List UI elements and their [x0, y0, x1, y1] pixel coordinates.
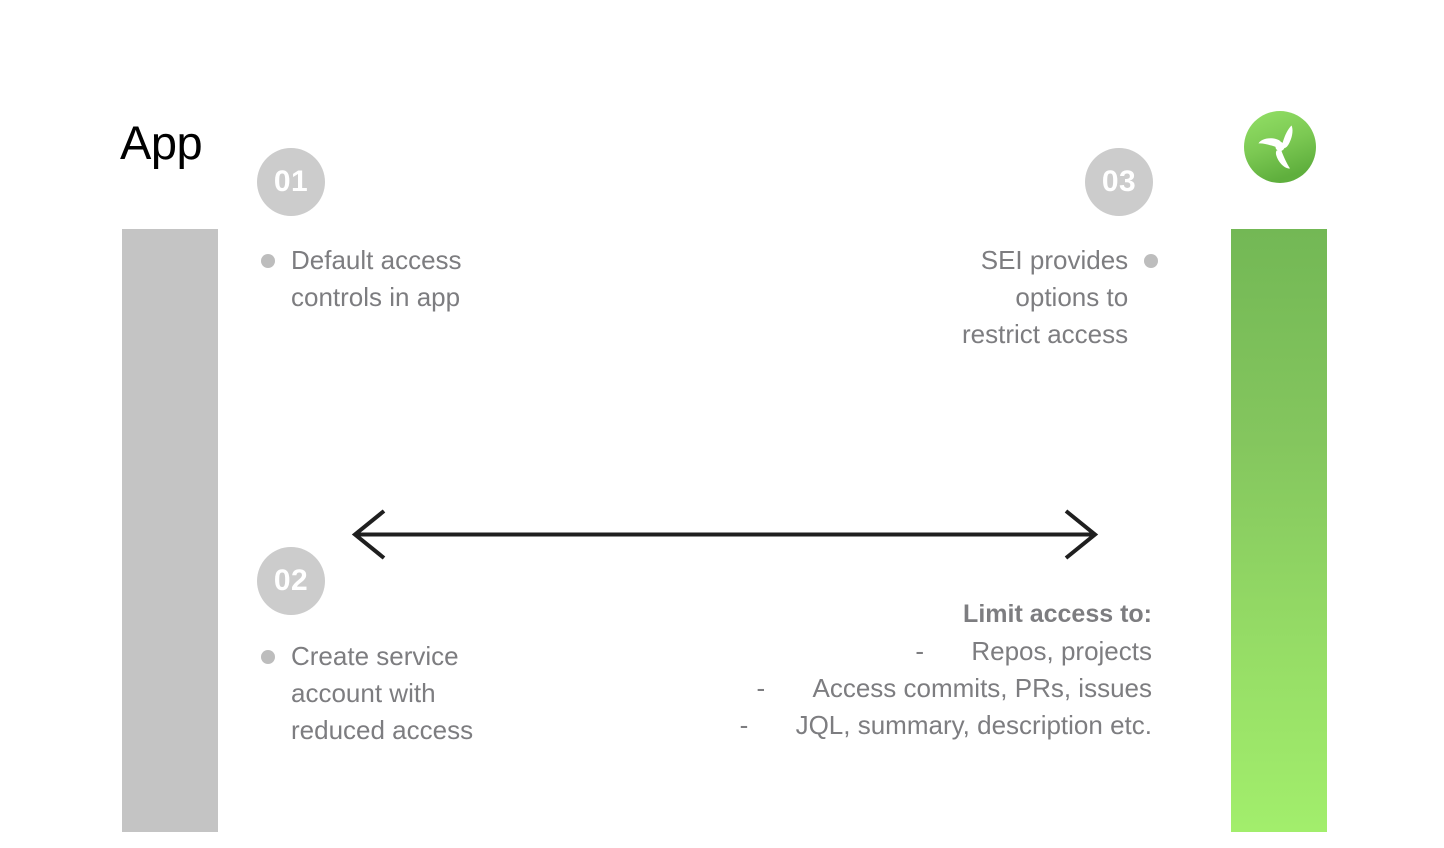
bullet-dot-icon — [261, 254, 275, 268]
dash-bullet-icon: - — [756, 673, 766, 703]
bullet-dot-icon — [261, 650, 275, 664]
step-badge-03: 03 — [1085, 148, 1153, 216]
step-badge-01: 01 — [257, 148, 325, 216]
limit-access-panel: Limit access to: - Repos, projects - Acc… — [600, 598, 1152, 744]
limit-access-item: - JQL, summary, description etc. — [600, 707, 1152, 744]
harness-sei-propeller-logo — [1243, 110, 1317, 184]
limit-access-heading: Limit access to: — [963, 600, 1152, 628]
step-item-03: SEI provides options to restrict access — [962, 242, 1159, 353]
bullet-dot-icon — [1144, 254, 1159, 268]
limit-access-item: - Access commits, PRs, issues — [600, 670, 1152, 707]
bidirectional-arrow — [348, 503, 1102, 567]
limit-access-item-label: Access commits, PRs, issues — [812, 673, 1152, 703]
left-gray-bar — [122, 229, 218, 832]
limit-access-item-label: JQL, summary, description etc. — [795, 710, 1152, 740]
step-text-01: Default access controls in app — [291, 245, 462, 312]
step-badge-02: 02 — [257, 547, 325, 615]
step-item-01: Default access controls in app — [261, 242, 462, 316]
dash-bullet-icon: - — [915, 636, 925, 666]
page-title: App — [120, 116, 203, 169]
limit-access-item: - Repos, projects — [600, 633, 1152, 670]
right-green-bar — [1231, 229, 1327, 832]
step-item-02: Create service account with reduced acce… — [261, 638, 473, 749]
limit-access-item-label: Repos, projects — [971, 636, 1152, 666]
dash-bullet-icon: - — [739, 710, 749, 740]
step-text-03: SEI provides options to restrict access — [962, 245, 1129, 349]
step-text-02: Create service account with reduced acce… — [291, 641, 474, 745]
